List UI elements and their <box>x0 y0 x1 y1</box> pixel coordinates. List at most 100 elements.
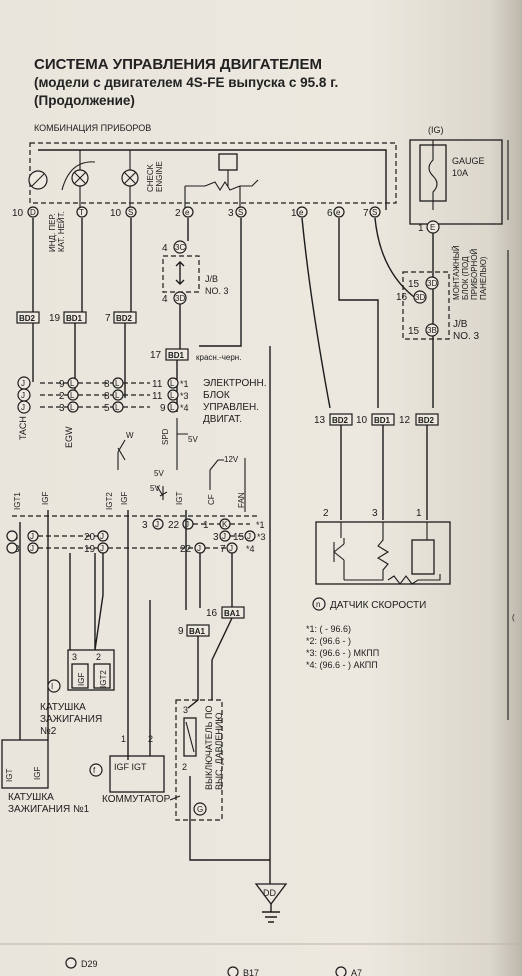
label-coil2-3: №2 <box>40 726 57 737</box>
note-4: *4: (96.6 - ) АКПП <box>306 660 378 670</box>
svg-text:2: 2 <box>96 652 101 662</box>
speed-sensor-transistor <box>333 538 345 580</box>
svg-text:3: 3 <box>228 208 234 219</box>
label-mounting-block: МОНТАЖНЫЙ <box>452 245 461 300</box>
label-igt1: IGT1 <box>13 492 22 510</box>
svg-text:9: 9 <box>59 379 65 390</box>
label-coil1-1: КАТУШКА <box>8 792 54 803</box>
svg-text:10: 10 <box>110 208 122 219</box>
svg-text:6: 6 <box>327 208 333 219</box>
svg-text:K: K <box>222 520 228 529</box>
svg-text:J: J <box>155 520 159 529</box>
label-egw: EGW <box>64 426 74 448</box>
label-ecu-1: ЭЛЕКТРОНН. <box>203 378 266 389</box>
svg-text:3: 3 <box>142 520 148 531</box>
svg-text:L: L <box>115 391 120 400</box>
svg-text:J: J <box>30 532 34 541</box>
svg-text:J: J <box>21 379 25 388</box>
label-jb3: J/B <box>453 319 468 330</box>
note-3: *3: (96.6 - ) МКПП <box>306 648 379 658</box>
svg-text:1: 1 <box>291 208 297 219</box>
note-2: *2: (96.6 - ) <box>306 636 351 646</box>
svg-text:*4: *4 <box>246 544 255 554</box>
label-igt: IGT <box>175 492 184 505</box>
svg-text:3D: 3D <box>415 293 425 302</box>
svg-text:BD2: BD2 <box>116 314 133 323</box>
svg-text:3: 3 <box>213 532 219 543</box>
label-switch-1: ВЫКЛЮЧАТЕЛЬ ПО <box>204 706 214 791</box>
label-ground-dd: DD <box>263 888 276 898</box>
svg-text:13: 13 <box>314 415 326 426</box>
svg-text:*1: *1 <box>256 520 265 530</box>
svg-text:ПАНЕЛЬЮ): ПАНЕЛЬЮ) <box>479 256 488 300</box>
svg-text:L: L <box>70 391 75 400</box>
svg-text:7: 7 <box>105 313 111 324</box>
svg-text:8: 8 <box>104 391 110 402</box>
svg-text:L: L <box>70 379 75 388</box>
svg-text:J: J <box>30 544 34 553</box>
speedometer-ic <box>218 153 238 171</box>
label-instrument-cluster: КОМБИНАЦИЯ ПРИБОРОВ <box>34 123 151 133</box>
igniter-box <box>109 755 165 793</box>
svg-text:f: f <box>93 766 96 775</box>
svg-text:e: e <box>185 208 190 217</box>
svg-text:11: 11 <box>152 391 163 402</box>
svg-text:L: L <box>115 403 120 412</box>
svg-text:L: L <box>70 403 75 412</box>
svg-text:5V: 5V <box>150 484 160 493</box>
ignition-coil-2-box <box>67 649 115 691</box>
speed-sensor-element <box>411 539 435 575</box>
svg-text:*4: *4 <box>180 403 189 413</box>
check-engine-wire <box>124 218 132 398</box>
label-igf: IGF <box>41 492 50 505</box>
svg-text:3: 3 <box>59 403 65 414</box>
label-fan: FAN <box>237 492 246 508</box>
svg-text:7: 7 <box>363 208 369 219</box>
svg-text:16: 16 <box>206 608 218 619</box>
gauge-fuse-symbol <box>428 140 438 210</box>
label-ig: (IG) <box>428 125 444 135</box>
svg-text:1: 1 <box>416 508 422 519</box>
svg-text:БЛОК (ПОД: БЛОК (ПОД <box>461 256 470 300</box>
svg-text:D: D <box>30 208 36 217</box>
svg-text:8: 8 <box>104 379 110 390</box>
ecu-pins-2: 3J 22J 1K*1 16J 20J 3J 15J*3 3J 19J 22J … <box>7 518 266 555</box>
svg-text:BD1: BD1 <box>168 351 185 360</box>
svg-text:J: J <box>229 544 233 553</box>
label-gauge-amps: 10A <box>452 168 468 178</box>
pressure-switch-box <box>175 699 223 821</box>
ignition-coil-1-box <box>1 739 49 789</box>
label-ecu-4: ДВИГАТ. <box>203 414 242 425</box>
svg-text:10: 10 <box>12 208 24 219</box>
svg-text:22: 22 <box>168 520 180 531</box>
svg-text:J: J <box>21 403 25 412</box>
svg-text:3D: 3D <box>175 294 185 303</box>
svg-text:3: 3 <box>183 705 188 715</box>
svg-text:3D: 3D <box>427 279 437 288</box>
svg-text:*1: *1 <box>180 379 189 389</box>
svg-text:5V: 5V <box>154 469 164 478</box>
label-coil2-1: КАТУШКА <box>40 702 86 713</box>
svg-text:15: 15 <box>408 326 420 337</box>
svg-text:L: L <box>170 379 175 388</box>
svg-text:e: e <box>299 208 304 217</box>
svg-text:*3: *3 <box>180 391 189 401</box>
svg-text:BD2: BD2 <box>418 416 435 425</box>
label-coil2-2: ЗАЖИГАНИЯ <box>40 714 102 725</box>
svg-text:IGF: IGF <box>77 673 86 686</box>
label-speed-sensor: ДАТЧИК СКОРОСТИ <box>330 600 426 611</box>
svg-text:BA1: BA1 <box>189 627 206 636</box>
footer-ref-right: A7 <box>351 968 362 976</box>
svg-text:17: 17 <box>150 350 162 361</box>
svg-text:4: 4 <box>162 243 168 254</box>
svg-text:15: 15 <box>233 532 245 543</box>
jb3-fuse-box <box>409 139 503 225</box>
connector-bd1-center: 17 BD1 <box>150 348 189 361</box>
svg-text:2: 2 <box>59 391 65 402</box>
check-engine-driver <box>117 439 126 470</box>
svg-text:BD1: BD1 <box>66 314 83 323</box>
cluster-feed-wire <box>38 149 387 210</box>
